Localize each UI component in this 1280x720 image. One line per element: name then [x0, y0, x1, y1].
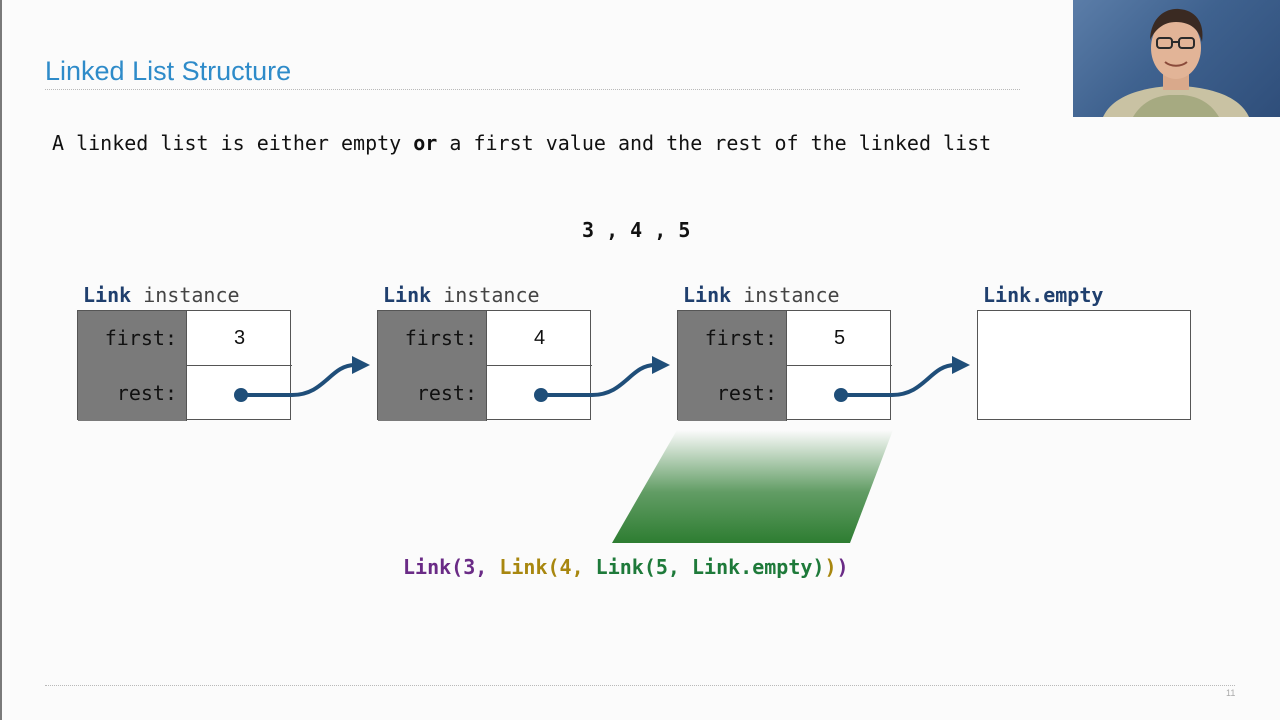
rest-label: rest:: [378, 366, 486, 421]
node-caption-3: Link instance: [683, 283, 840, 307]
node-caption-suffix: instance: [131, 283, 240, 307]
empty-node-class-name: Link.empty: [983, 283, 1104, 307]
expr-middle-close: ): [824, 555, 837, 579]
rest-value: [186, 366, 292, 421]
slide-title: Linked List Structure: [45, 56, 292, 86]
rest-value: [786, 366, 892, 421]
slide-left-edge: [0, 0, 2, 720]
value-sequence: 3 , 4 , 5: [582, 218, 691, 242]
node-class-name: Link: [83, 283, 132, 307]
first-label: first:: [378, 311, 486, 366]
empty-node-caption: Link.empty: [983, 283, 1103, 307]
node-caption-2: Link instance: [383, 283, 540, 307]
arrow-head: [352, 356, 370, 374]
expr-inner: Link(5, Link.empty): [595, 555, 825, 579]
presenter-avatar: [1103, 8, 1249, 117]
statement-part-2: a first value and the rest of the linked…: [437, 131, 992, 155]
statement-or: or: [413, 131, 438, 155]
rest-value: [486, 366, 592, 421]
page-number: 11: [1226, 688, 1236, 698]
node-caption-suffix: instance: [431, 283, 540, 307]
node-caption-suffix: instance: [731, 283, 840, 307]
definition-statement: A linked list is either empty or a first…: [52, 131, 991, 155]
title-divider: [45, 89, 1020, 90]
first-label: first:: [678, 311, 786, 366]
link-node-2: first: rest: 4: [377, 310, 592, 421]
footer-divider: [45, 685, 1235, 686]
empty-link-box: [977, 310, 1191, 420]
presenter-video: [1073, 0, 1280, 117]
expr-middle-open: Link(4,: [499, 555, 596, 579]
expr-outer-open: Link(3,: [403, 555, 500, 579]
node-class-name: Link: [383, 283, 432, 307]
node-class-name: Link: [683, 283, 732, 307]
evaluation-highlight: [612, 430, 893, 543]
link-node-3: first: rest: 5: [677, 310, 892, 421]
first-value: 3: [186, 311, 292, 366]
link-node-1: first: rest: 3: [77, 310, 292, 421]
statement-part-1: A linked list is either empty: [52, 131, 414, 155]
first-value: 4: [486, 311, 592, 366]
rest-label: rest:: [678, 366, 786, 421]
node-caption-1: Link instance: [83, 283, 240, 307]
expr-outer-close: ): [836, 555, 849, 579]
first-label: first:: [78, 311, 186, 366]
first-value: 5: [786, 311, 892, 366]
rest-label: rest:: [78, 366, 186, 421]
arrow-head: [952, 356, 970, 374]
arrow-head: [652, 356, 670, 374]
constructor-expression: Link(3, Link(4, Link(5, Link.empty))): [403, 555, 849, 579]
